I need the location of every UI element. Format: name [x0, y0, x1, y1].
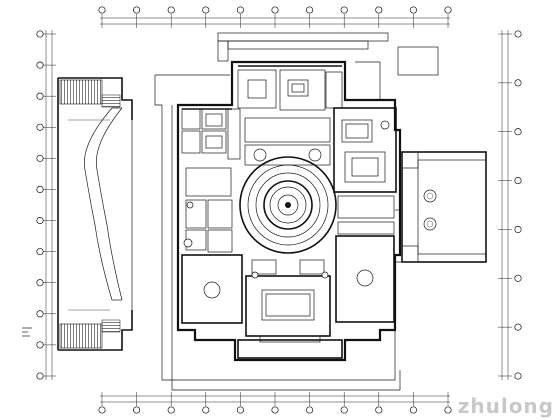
rooms [181, 69, 397, 359]
grid-bubble-left [36, 61, 44, 69]
grid-bubble-left [36, 248, 44, 256]
top-canopy [217, 32, 439, 76]
grid-bubble-left [36, 216, 44, 225]
grid-bubble-right [514, 323, 522, 331]
grid-bubble-bottom [375, 406, 383, 414]
grid-bubble-right [514, 128, 522, 136]
watermark-text: zhulong [457, 394, 554, 418]
north-arrow-icon [22, 327, 32, 337]
grid-bubble-top [202, 6, 210, 14]
grid-bubble-top [133, 6, 141, 14]
grid-bubble-top [409, 6, 417, 14]
grid-bubble-top [271, 6, 279, 14]
misc-symbols [183, 201, 329, 279]
grid-bubble-bottom [236, 406, 244, 414]
grid-bubble-bottom [133, 406, 141, 414]
grid-bubble-left [36, 92, 44, 100]
grid-bubble-top [444, 6, 452, 14]
grid-bubble-bottom [444, 406, 452, 414]
grid-bubble-top [236, 6, 244, 14]
grid-bubble-top [98, 6, 106, 14]
grid-bubble-top [340, 6, 348, 14]
grid-bubble-bottom [306, 406, 314, 414]
grid-bubble-left [36, 341, 44, 349]
grid-bubble-left [36, 279, 44, 287]
grid-bubbles [36, 6, 522, 414]
grid-bubble-bottom [409, 406, 417, 414]
grid-bubble-right [514, 274, 522, 282]
dimension-lines [43, 14, 512, 406]
grid-bubble-right [514, 372, 522, 380]
grid-bubble-right [514, 225, 522, 233]
grid-bubble-bottom [167, 406, 175, 414]
grid-bubble-top [375, 6, 383, 14]
grid-bubble-top [167, 6, 175, 14]
grid-bubble-left [36, 154, 44, 162]
building-walls [176, 60, 402, 362]
grid-bubble-top [306, 6, 314, 14]
grid-bubble-left [36, 310, 44, 318]
grid-bubble-bottom [271, 406, 279, 414]
left-terrace [57, 77, 133, 351]
grid-bubble-bottom [202, 406, 210, 414]
grid-bubble-left [36, 123, 44, 131]
grid-bubble-right [514, 30, 522, 38]
grid-bubble-left [36, 185, 44, 194]
grid-bubble-right [514, 79, 522, 87]
right-porch [395, 151, 487, 263]
grid-bubble-bottom [340, 406, 348, 414]
grid-bubble-right [514, 177, 522, 185]
grid-bubble-bottom [98, 406, 106, 414]
grid-bubble-left [36, 30, 44, 38]
grid-bubble-left [36, 372, 44, 380]
